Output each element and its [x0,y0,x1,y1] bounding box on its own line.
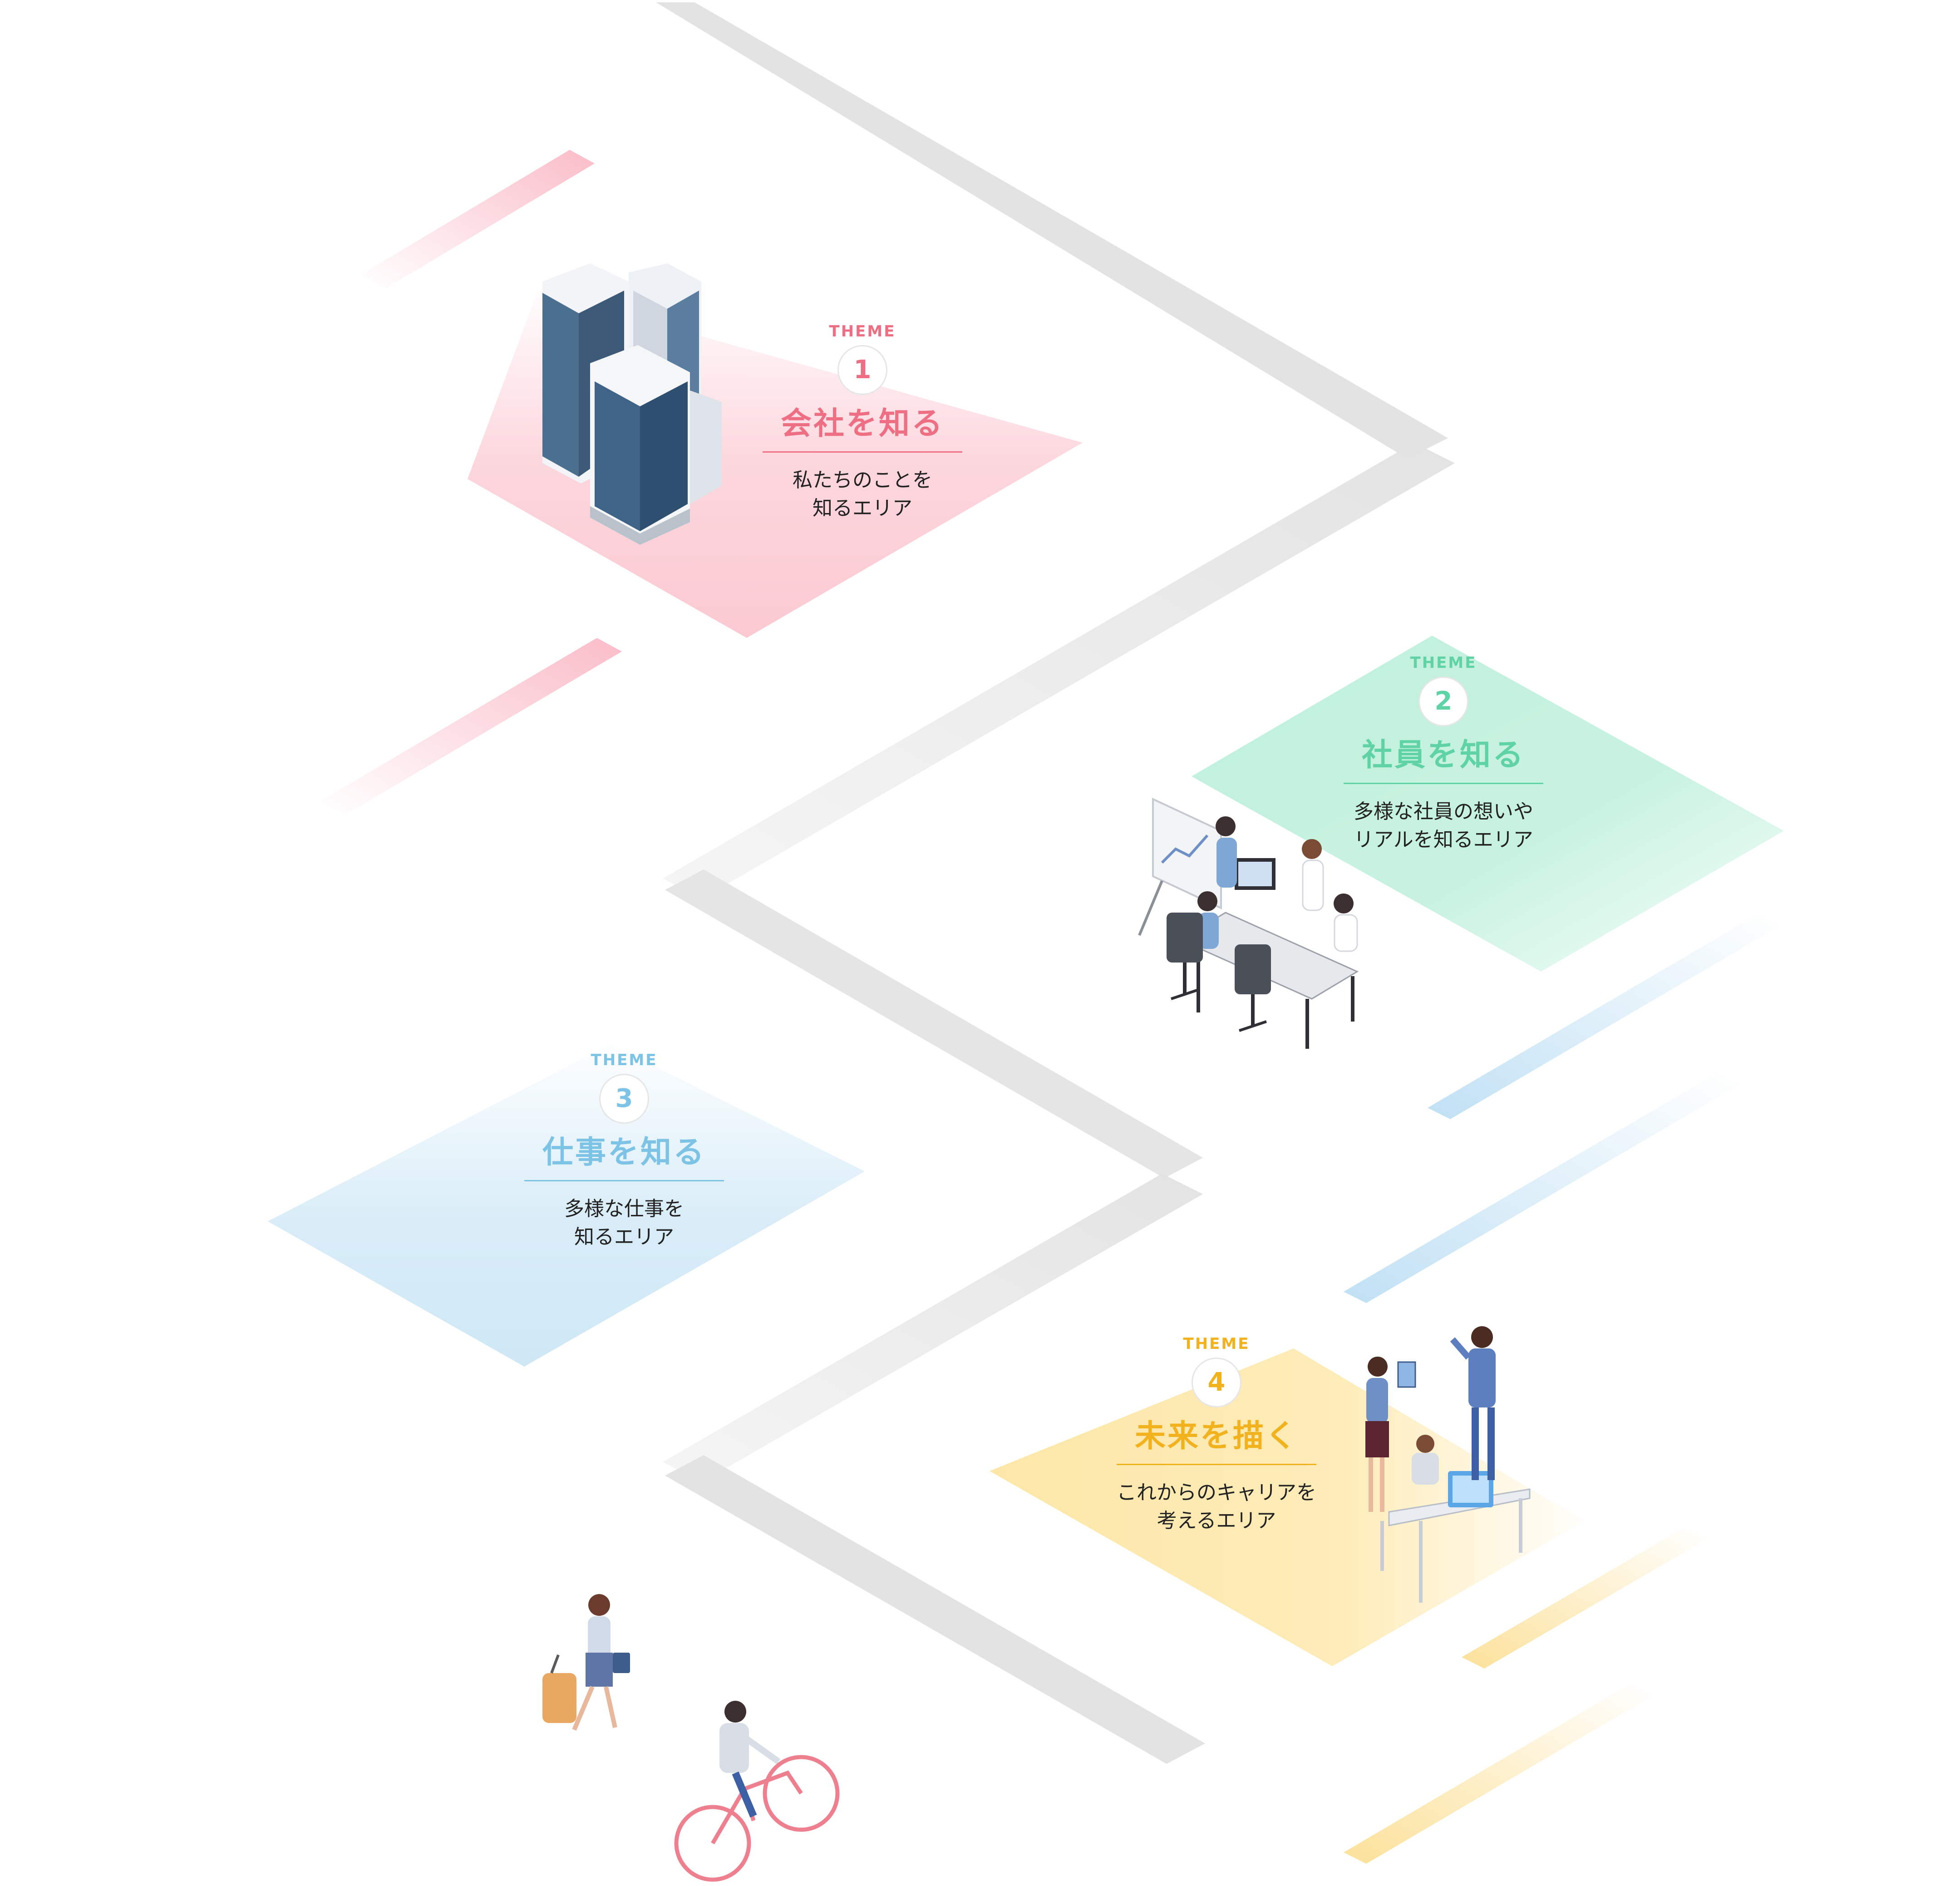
theme-3-title: 仕事を知る [420,1134,828,1172]
theme-1-title: 会社を知る [658,405,1067,443]
accent-stripe-pink-1 [361,150,595,288]
theme-2-card[interactable]: THEME 2 社員を知る 多様な社員の想いや リアルを知るエリア [1239,654,1648,854]
cyclist-illustration [676,1701,837,1880]
theme-2-description: 多様な社員の想いや リアルを知るエリア [1239,798,1648,854]
theme-4-title: 未来を描く [1012,1417,1421,1456]
accent-stripe-blue-2 [1344,1074,1738,1303]
theme-1-number-badge: 1 [837,345,887,395]
theme-1-description: 私たちのことを 知るエリア [658,466,1067,523]
theme-1-label: THEME [658,322,1067,341]
theme-2-divider [1344,783,1543,784]
accent-stripe-pink-2 [320,638,622,815]
theme-2-label: THEME [1239,654,1648,672]
accent-stripe-yellow-2 [1344,1684,1652,1864]
theme-3-description: 多様な仕事を 知るエリア [420,1195,828,1251]
theme-3-card[interactable]: THEME 3 仕事を知る 多様な仕事を 知るエリア [420,1051,828,1251]
theme-2-number-badge: 2 [1418,676,1468,726]
theme-1-divider [763,451,962,453]
commuter-with-suitcase-illustration [542,1594,630,1730]
theme-2-title: 社員を知る [1239,736,1648,775]
theme-4-label: THEME [1012,1335,1421,1353]
theme-3-divider [524,1180,724,1181]
theme-4-divider [1117,1464,1316,1465]
theme-1-card[interactable]: THEME 1 会社を知る 私たちのことを 知るエリア [658,322,1067,523]
theme-4-card[interactable]: THEME 4 未来を描く これからのキャリアを 考えるエリア [1012,1335,1421,1535]
theme-4-number-badge: 4 [1192,1358,1241,1407]
theme-3-label: THEME [420,1051,828,1069]
theme-4-description: これからのキャリアを 考えるエリア [1012,1479,1421,1535]
theme-3-number-badge: 3 [599,1074,649,1124]
